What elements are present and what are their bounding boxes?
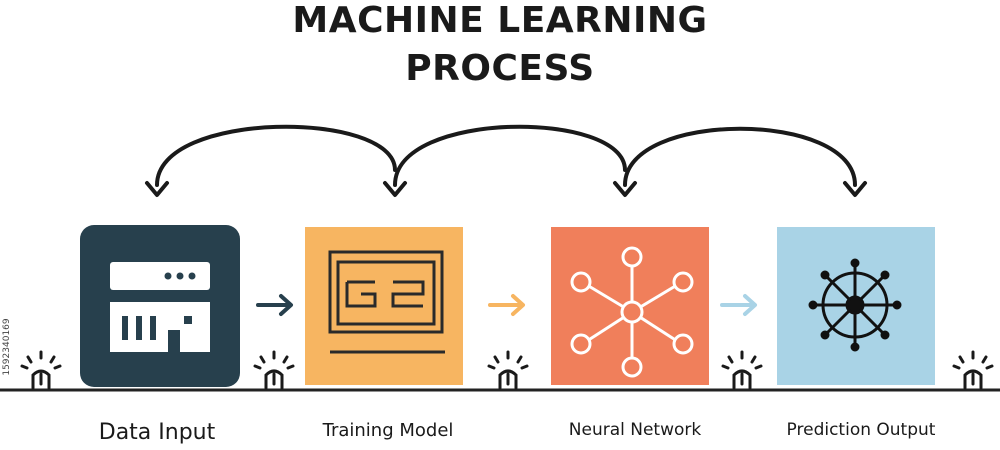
beacon-icons: [20, 350, 994, 390]
curved-arrows: [155, 124, 857, 187]
beacon-icon: [253, 350, 295, 390]
beacon-icon: [20, 350, 62, 390]
beacon-icon: [487, 350, 529, 390]
arrowhead-down-icon: [843, 181, 867, 197]
stage-label-data-input: Data Input: [98, 420, 216, 445]
ship-wheel-icon: [808, 258, 902, 352]
arrowhead-down-icon: [145, 181, 169, 197]
flow-arrow-icon: [256, 294, 293, 316]
arrowhead-down-icon: [383, 181, 407, 197]
server-icon: [110, 262, 210, 352]
page-title-line-2: PROCESS: [405, 48, 595, 89]
page-title-line-1: MACHINE LEARNING: [292, 0, 708, 41]
network-nodes-icon: [570, 246, 694, 378]
flow-arrow-icon: [720, 294, 757, 316]
beacon-icon: [952, 350, 994, 390]
curved-arrow-to-training-model: [393, 124, 627, 187]
circuit-chip-icon: [328, 250, 445, 354]
stock-id-text: 1592340169: [2, 318, 12, 376]
curved-arrow-heads: [145, 181, 867, 197]
stage-label-training-model: Training Model: [322, 420, 454, 441]
curved-arrow-to-neural-network: [623, 126, 857, 187]
curved-arrow-to-data-input: [155, 124, 397, 187]
arrowhead-down-icon: [613, 181, 637, 197]
flow-arrow-icon: [488, 294, 525, 316]
stage-label-neural-network: Neural Network: [568, 420, 702, 440]
stage-label-prediction-output: Prediction Output: [786, 420, 936, 440]
beacon-icon: [721, 350, 763, 390]
